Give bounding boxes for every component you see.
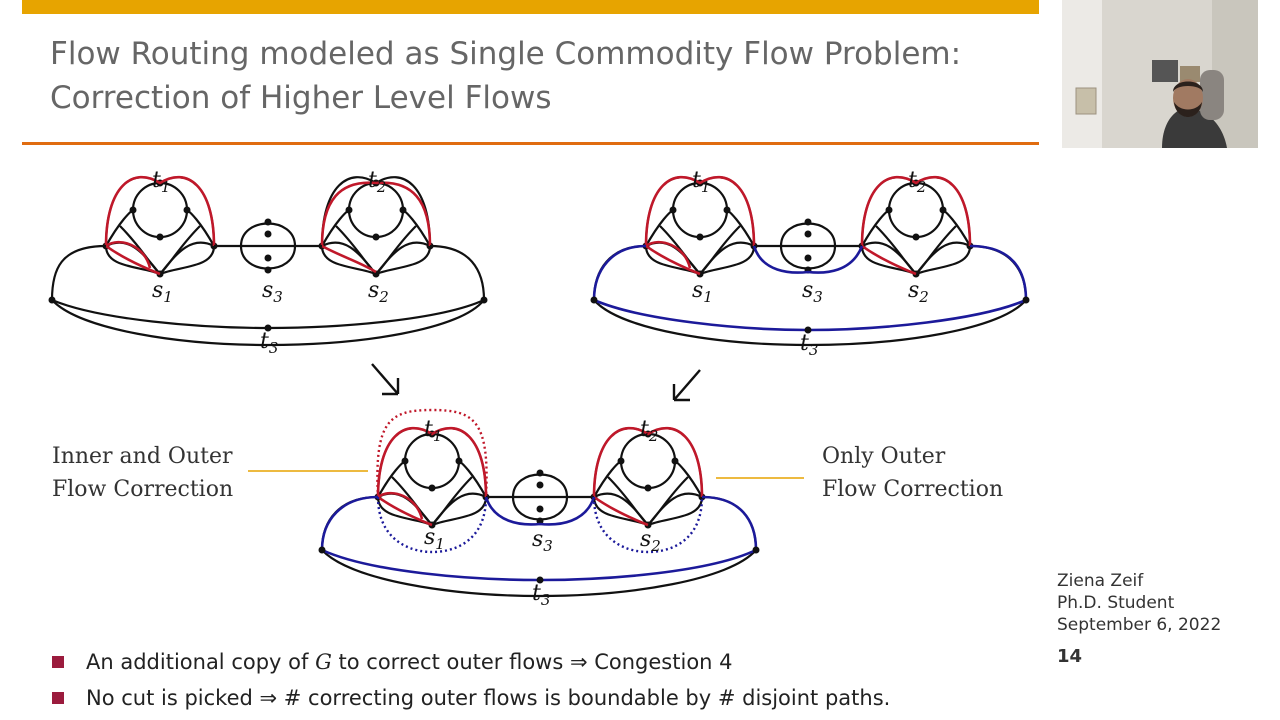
arrow-down-right	[371, 363, 400, 396]
title-line-1: Flow Routing modeled as Single Commodity…	[50, 36, 962, 72]
title-line-2: Correction of Higher Level Flows	[50, 80, 552, 116]
left-annotation-line-1: Inner and Outer	[52, 444, 233, 469]
label-s1-top-left: s1	[152, 278, 173, 306]
left-annotation-line-2: Flow Correction	[52, 477, 234, 502]
label-s3-top-right: s3	[802, 278, 823, 306]
title-rule	[22, 142, 1039, 145]
presentation-date: September 6, 2022	[1057, 615, 1222, 635]
label-s3-bottom: s3	[532, 527, 553, 555]
bullet-marker-icon	[52, 692, 64, 704]
label-s1-bottom: s1	[424, 525, 445, 553]
flow-diagram: t1 t2 s1 s3 s2 t3 t1 t2 s1 s3 s2 t3 t1 t…	[48, 168, 1030, 609]
bullet-1-text-pre: An additional copy of	[86, 650, 316, 674]
graph-original	[48, 175, 488, 347]
label-t1-bottom: t1	[424, 417, 442, 445]
presenter-role: Ph.D. Student	[1057, 593, 1175, 613]
label-t3-bottom: t3	[532, 581, 550, 609]
label-s1-top-right: s1	[692, 278, 713, 306]
bullet-2-text: No cut is picked ⇒ # correcting outer fl…	[86, 686, 891, 710]
bullet-item: No cut is picked ⇒ # correcting outer fl…	[52, 680, 890, 716]
presenter-name: Ziena Zeif	[1057, 571, 1144, 591]
label-t1-top-left: t1	[152, 168, 170, 196]
right-annotation-line-2: Flow Correction	[822, 477, 1004, 502]
bullet-item: An additional copy of G to correct outer…	[52, 644, 890, 680]
graph-combined-correction	[318, 408, 760, 598]
slide-title: Flow Routing modeled as Single Commodity…	[50, 32, 1010, 120]
bullet-1-math: G	[315, 650, 332, 674]
label-t3-top-left: t3	[260, 329, 278, 357]
accent-bar	[22, 0, 1039, 14]
page-number: 14	[1057, 646, 1083, 667]
left-annotation: Inner and Outer Flow Correction	[52, 440, 233, 506]
bullet-1-text-post: to correct outer flows ⇒ Congestion 4	[331, 650, 733, 674]
label-t1-top-right: t1	[692, 168, 710, 196]
label-s2-top-right: s2	[908, 278, 929, 306]
label-t2-top-left: t2	[368, 168, 386, 196]
label-t2-top-right: t2	[908, 168, 926, 196]
bullet-list: An additional copy of G to correct outer…	[52, 644, 890, 716]
label-s3-top-left: s3	[262, 278, 283, 306]
presenter-webcam	[1062, 0, 1258, 148]
label-s2-bottom: s2	[640, 527, 661, 555]
right-annotation-line-1: Only Outer	[822, 444, 946, 469]
bullet-marker-icon	[52, 656, 64, 668]
graph-outer-correction	[590, 175, 1030, 347]
right-annotation: Only Outer Flow Correction	[822, 440, 1003, 506]
label-t2-bottom: t2	[640, 417, 658, 445]
slide: Flow Routing modeled as Single Commodity…	[22, 0, 1039, 716]
arrow-down-left	[672, 369, 701, 402]
label-t3-top-right: t3	[800, 331, 818, 359]
presenter-info: Ziena Zeif Ph.D. Student September 6, 20…	[1057, 570, 1221, 636]
label-s2-top-left: s2	[368, 278, 389, 306]
